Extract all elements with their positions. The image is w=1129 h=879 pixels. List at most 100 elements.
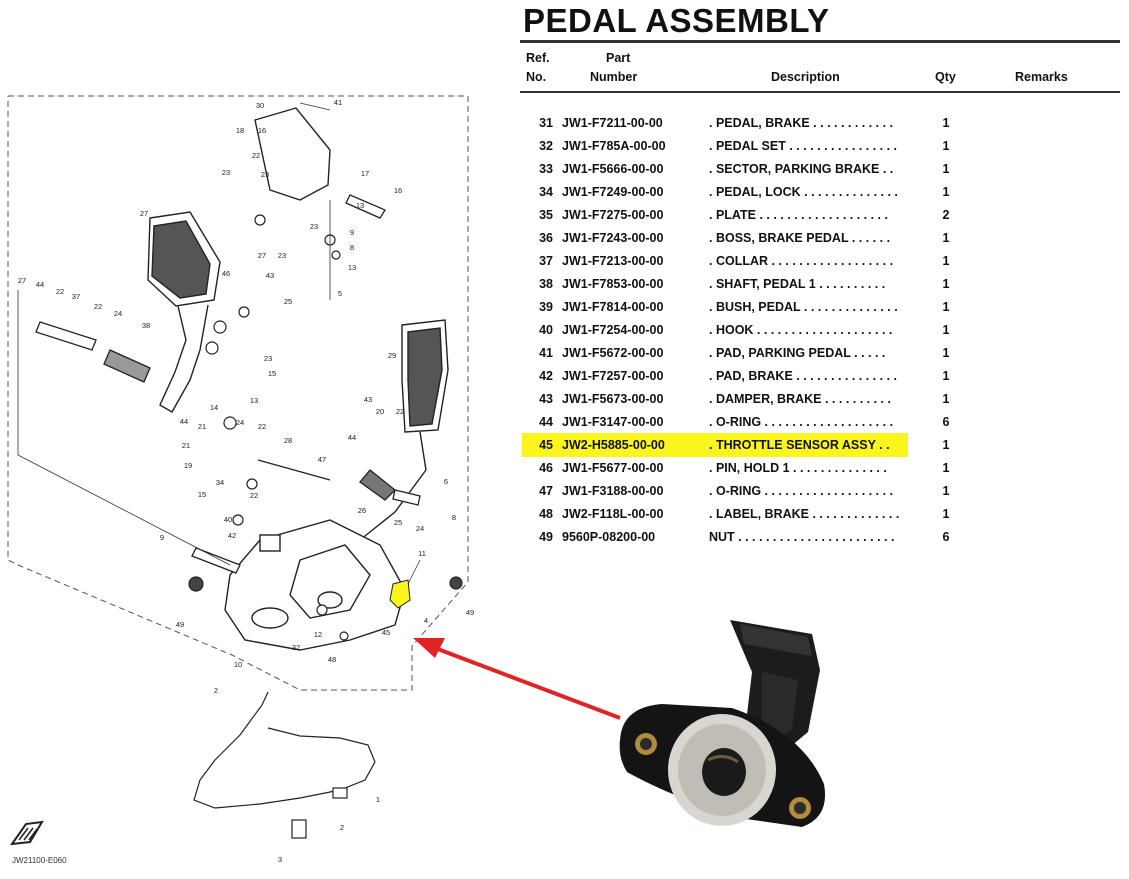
- part-qty: 1: [942, 185, 950, 199]
- part-qty: 1: [942, 392, 950, 406]
- part-number: JW1-F7275-00-00: [562, 208, 664, 222]
- svg-text:13: 13: [348, 263, 356, 272]
- header-part-2: Number: [590, 70, 638, 84]
- svg-text:44: 44: [348, 433, 356, 442]
- svg-text:44: 44: [180, 417, 188, 426]
- svg-text:23: 23: [222, 168, 230, 177]
- part-description: . HOOK . . . . . . . . . . . . . . . . .…: [709, 323, 893, 337]
- part-qty: 1: [942, 162, 950, 176]
- header-part-1: Part: [606, 51, 631, 65]
- svg-text:3: 3: [278, 855, 282, 864]
- part-qty: 1: [942, 254, 950, 268]
- part-description: . SECTOR, PARKING BRAKE . .: [709, 162, 894, 176]
- part-ref: 46: [539, 461, 553, 475]
- part-ref: 41: [539, 346, 553, 360]
- part-qty: 1: [942, 116, 950, 130]
- part-description: . BUSH, PEDAL . . . . . . . . . . . . . …: [709, 300, 898, 314]
- part-qty: 1: [942, 300, 950, 314]
- part-description: . PIN, HOLD 1 . . . . . . . . . . . . . …: [709, 461, 887, 475]
- part-ref: 36: [539, 231, 553, 245]
- part-row: 39 JW1-F7814-00-00 . BUSH, PEDAL . . . . .…: [520, 296, 1120, 318]
- svg-text:22: 22: [396, 407, 404, 416]
- part-qty: 6: [942, 415, 950, 429]
- svg-text:14: 14: [210, 403, 218, 412]
- svg-text:13: 13: [356, 201, 364, 210]
- svg-text:23: 23: [264, 354, 272, 363]
- part-qty: 1: [942, 139, 950, 153]
- part-ref: 45: [539, 438, 553, 452]
- part-description: . PEDAL SET . . . . . . . . . . . . . . …: [709, 139, 898, 153]
- svg-text:29: 29: [388, 351, 396, 360]
- svg-text:24: 24: [236, 418, 244, 427]
- part-description: . PAD, PARKING PEDAL . . . . .: [709, 346, 886, 360]
- part-number: JW2-F118L-00-00: [562, 507, 664, 521]
- svg-text:15: 15: [268, 369, 276, 378]
- part-ref: 43: [539, 392, 553, 406]
- pedal-shaft: [35, 194, 421, 574]
- svg-text:22: 22: [252, 151, 260, 160]
- part-description: . O-RING . . . . . . . . . . . . . . . .…: [709, 415, 894, 429]
- assembly-boundary: [7, 95, 469, 691]
- part-description: . SHAFT, PEDAL 1 . . . . . . . . . .: [709, 277, 886, 291]
- throttle-sensor-photo: [619, 620, 826, 827]
- part-number: JW1-F7254-00-00: [562, 323, 664, 337]
- svg-text:34: 34: [216, 478, 224, 487]
- part-description: . PEDAL, LOCK . . . . . . . . . . . . . …: [709, 185, 898, 199]
- part-description: . BOSS, BRAKE PEDAL . . . . . .: [709, 231, 891, 245]
- part-description: . DAMPER, BRAKE . . . . . . . . . .: [709, 392, 891, 406]
- svg-text:22: 22: [258, 422, 266, 431]
- svg-text:41: 41: [334, 98, 342, 107]
- part-number: JW1-F5677-00-00: [562, 461, 664, 475]
- part-number: JW1-F785A-00-00: [562, 139, 666, 153]
- svg-text:5: 5: [338, 289, 342, 298]
- svg-text:32: 32: [292, 643, 300, 652]
- part-number: JW1-F7249-00-00: [562, 185, 664, 199]
- svg-text:24: 24: [416, 524, 424, 533]
- svg-text:17: 17: [361, 169, 369, 178]
- title-rule: [520, 40, 1120, 43]
- part-number: JW1-F7243-00-00: [562, 231, 664, 245]
- svg-text:42: 42: [228, 531, 236, 540]
- svg-text:49: 49: [466, 608, 474, 617]
- part-ref: 39: [539, 300, 553, 314]
- page-title: PEDAL ASSEMBLY: [523, 2, 830, 39]
- svg-text:16: 16: [394, 186, 402, 195]
- part-number: 9560P-08200-00: [562, 530, 656, 544]
- part-number: JW1-F3147-00-00: [562, 415, 664, 429]
- part-row: 32 JW1-F785A-00-00 . PEDAL SET . . . . . .…: [520, 135, 1120, 157]
- svg-text:19: 19: [184, 461, 192, 470]
- svg-text:18: 18: [236, 126, 244, 135]
- part-number: JW1-F5672-00-00: [562, 346, 664, 360]
- part-qty: 1: [942, 438, 950, 452]
- part-description: NUT . . . . . . . . . . . . . . . . . . …: [709, 530, 895, 544]
- svg-text:9: 9: [160, 533, 164, 542]
- svg-text:22: 22: [56, 287, 64, 296]
- part-number: JW2-H5885-00-00: [562, 438, 665, 452]
- svg-text:26: 26: [358, 506, 366, 515]
- part-qty: 6: [942, 530, 950, 544]
- svg-text:40: 40: [224, 515, 232, 524]
- svg-text:23: 23: [261, 170, 269, 179]
- part-ref: 32: [539, 139, 553, 153]
- part-description: . COLLAR . . . . . . . . . . . . . . . .…: [709, 254, 894, 268]
- svg-text:43: 43: [364, 395, 372, 404]
- part-ref: 34: [539, 185, 553, 199]
- part-ref: 48: [539, 507, 553, 521]
- header-ref-2: No.: [526, 70, 547, 84]
- part-ref: 31: [539, 116, 553, 130]
- part-description: . O-RING . . . . . . . . . . . . . . . .…: [709, 484, 894, 498]
- part-number: JW1-F7814-00-00: [562, 300, 664, 314]
- part-number: JW1-F7211-00-00: [562, 116, 663, 130]
- exploded-diagram: 41 30 18 16 23 22 23 17 16 27 13 23 9 8 …: [7, 95, 474, 864]
- header-ref-1: Ref.: [526, 51, 550, 65]
- svg-text:1: 1: [376, 795, 380, 804]
- svg-text:48: 48: [328, 655, 336, 664]
- part-number: JW1-F7213-00-00: [562, 254, 664, 268]
- svg-text:6: 6: [444, 477, 448, 486]
- part-qty: 1: [942, 369, 950, 383]
